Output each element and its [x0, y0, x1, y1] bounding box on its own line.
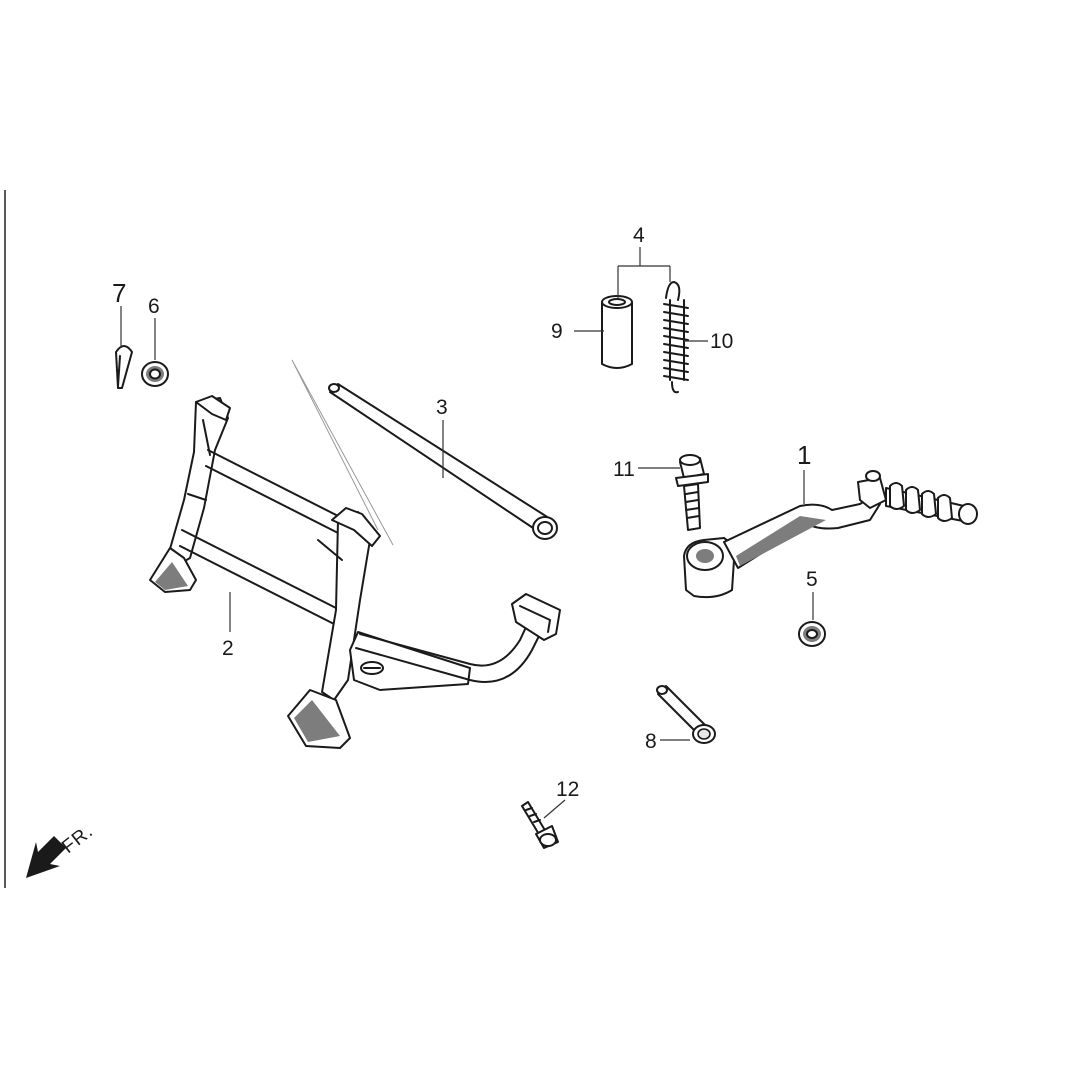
- callout-9: 9: [551, 320, 563, 343]
- callout-8: 8: [645, 730, 657, 753]
- callout-10: 10: [710, 330, 733, 353]
- cotter-pin: [115, 345, 133, 389]
- callout-11: 11: [613, 458, 635, 481]
- front-label: FR.: [58, 821, 97, 858]
- washer-6: [141, 361, 169, 387]
- callout-1: 1: [797, 440, 811, 470]
- front-direction-indicator: FR.: [26, 821, 98, 878]
- spring: [663, 281, 689, 394]
- callout-6: 6: [148, 295, 160, 318]
- bolt-11: [675, 454, 709, 531]
- bolt-12: [521, 801, 559, 849]
- pivot-shaft: [328, 383, 558, 540]
- callout-5: 5: [806, 568, 818, 591]
- callout-12: 12: [556, 778, 579, 801]
- callout-7: 7: [112, 278, 126, 308]
- callout-2: 2: [222, 637, 234, 660]
- callout-3: 3: [436, 396, 448, 419]
- kick-lever: [683, 470, 978, 599]
- collar: [601, 295, 633, 369]
- leader-lines: [120, 247, 814, 819]
- main-stand: [149, 359, 561, 749]
- callout-4: 4: [633, 224, 645, 247]
- washer-5: [798, 621, 826, 647]
- callout-numbers: 1 2 3 4 5 6 7 8 9 10 11 12: [112, 224, 818, 801]
- pin-8: [656, 685, 716, 744]
- arrow-down-left-icon: [26, 836, 66, 878]
